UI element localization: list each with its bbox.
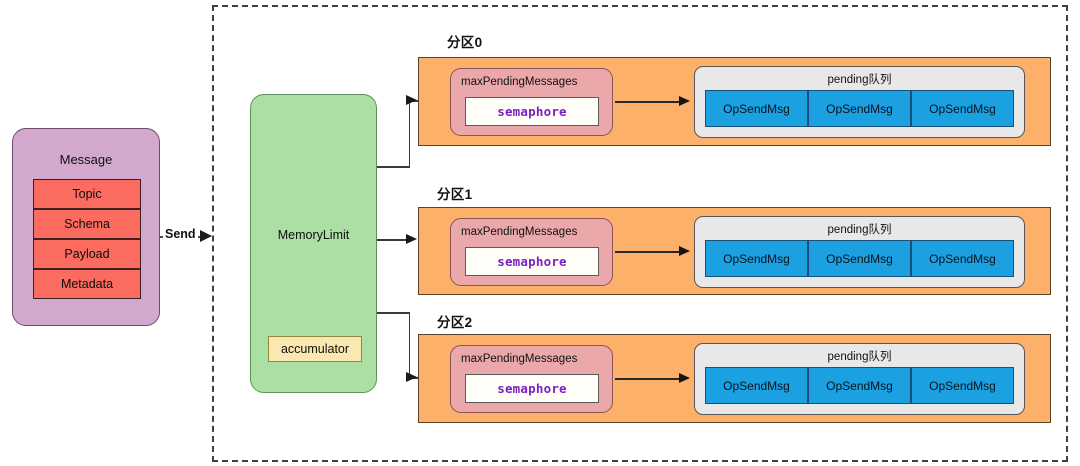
partition-row-2: maxPendingMessages semaphore pending队列 O…: [418, 334, 1051, 423]
pending-queue-items-2: OpSendMsg OpSendMsg OpSendMsg: [705, 367, 1014, 404]
semaphore-to-pending-arrow-line-0: [615, 101, 681, 103]
semaphore-label-2: semaphore: [497, 381, 567, 396]
max-pending-messages-title-2: maxPendingMessages: [461, 353, 578, 365]
partition-label-1: 分区1: [437, 187, 473, 202]
pending-queue-items-1: OpSendMsg OpSendMsg OpSendMsg: [705, 240, 1014, 277]
pending-queue-title-0: pending队列: [827, 74, 892, 86]
opsendmsg-item: OpSendMsg: [911, 367, 1014, 404]
opsendmsg-item: OpSendMsg: [705, 367, 808, 404]
pending-queue-box-2: pending队列 OpSendMsg OpSendMsg OpSendMsg: [694, 343, 1025, 415]
semaphore-box-1: semaphore: [465, 247, 599, 276]
pending-queue-items-0: OpSendMsg OpSendMsg OpSendMsg: [705, 90, 1014, 127]
semaphore-box-2: semaphore: [465, 374, 599, 403]
max-pending-messages-box-1: maxPendingMessages semaphore: [450, 218, 613, 286]
max-pending-messages-title-1: maxPendingMessages: [461, 226, 578, 238]
branch-2-segment-horizontal-a: [377, 312, 410, 314]
opsendmsg-item: OpSendMsg: [911, 240, 1014, 277]
semaphore-to-pending-arrowhead-icon-0: [679, 96, 690, 106]
max-pending-messages-box-2: maxPendingMessages semaphore: [450, 345, 613, 413]
branch-2-segment-vertical: [408, 312, 410, 378]
message-title: Message: [59, 152, 113, 167]
pending-queue-title-1: pending队列: [827, 224, 892, 236]
partition-row-1: maxPendingMessages semaphore pending队列 O…: [418, 207, 1051, 295]
send-label: Send: [163, 227, 198, 241]
pending-queue-box-0: pending队列 OpSendMsg OpSendMsg OpSendMsg: [694, 66, 1025, 138]
branch-0-arrowhead-icon: [406, 95, 417, 105]
semaphore-to-pending-arrowhead-icon-2: [679, 373, 690, 383]
opsendmsg-item: OpSendMsg: [705, 90, 808, 127]
branch-2-arrowhead-icon: [406, 372, 417, 382]
opsendmsg-item: OpSendMsg: [911, 90, 1014, 127]
semaphore-to-pending-arrowhead-icon-1: [679, 246, 690, 256]
branch-0-segment-vertical: [408, 100, 410, 167]
max-pending-messages-box-0: maxPendingMessages semaphore: [450, 68, 613, 136]
branch-1-segment-horizontal: [377, 239, 408, 241]
semaphore-label-1: semaphore: [497, 254, 567, 269]
semaphore-box-0: semaphore: [465, 97, 599, 126]
max-pending-messages-title-0: maxPendingMessages: [461, 76, 578, 88]
message-field-metadata: Metadata: [33, 269, 141, 299]
pending-queue-title-2: pending队列: [827, 351, 892, 363]
message-card: Message Topic Schema Payload Metadata: [12, 128, 160, 326]
partition-row-0: maxPendingMessages semaphore pending队列 O…: [418, 57, 1051, 146]
pending-queue-box-1: pending队列 OpSendMsg OpSendMsg OpSendMsg: [694, 216, 1025, 288]
semaphore-to-pending-arrow-line-2: [615, 378, 681, 380]
memory-limit-card: MemoryLimit accumulator: [250, 94, 377, 393]
partition-label-0: 分区0: [447, 35, 483, 50]
semaphore-label-0: semaphore: [497, 104, 567, 119]
opsendmsg-item: OpSendMsg: [808, 90, 911, 127]
message-field-payload: Payload: [33, 239, 141, 269]
opsendmsg-item: OpSendMsg: [705, 240, 808, 277]
semaphore-to-pending-arrow-line-1: [615, 251, 681, 253]
partition-label-2: 分区2: [437, 315, 473, 330]
accumulator-box: accumulator: [268, 336, 362, 362]
message-field-topic: Topic: [33, 179, 141, 209]
message-field-stack: Topic Schema Payload Metadata: [33, 179, 141, 299]
opsendmsg-item: OpSendMsg: [808, 367, 911, 404]
branch-1-arrowhead-icon: [406, 234, 417, 244]
memory-limit-title: MemoryLimit: [277, 228, 350, 242]
send-arrow-head-icon: [200, 230, 212, 242]
opsendmsg-item: OpSendMsg: [808, 240, 911, 277]
producer-boundary: [212, 5, 1068, 462]
message-field-schema: Schema: [33, 209, 141, 239]
branch-0-segment-horizontal-a: [377, 166, 410, 168]
